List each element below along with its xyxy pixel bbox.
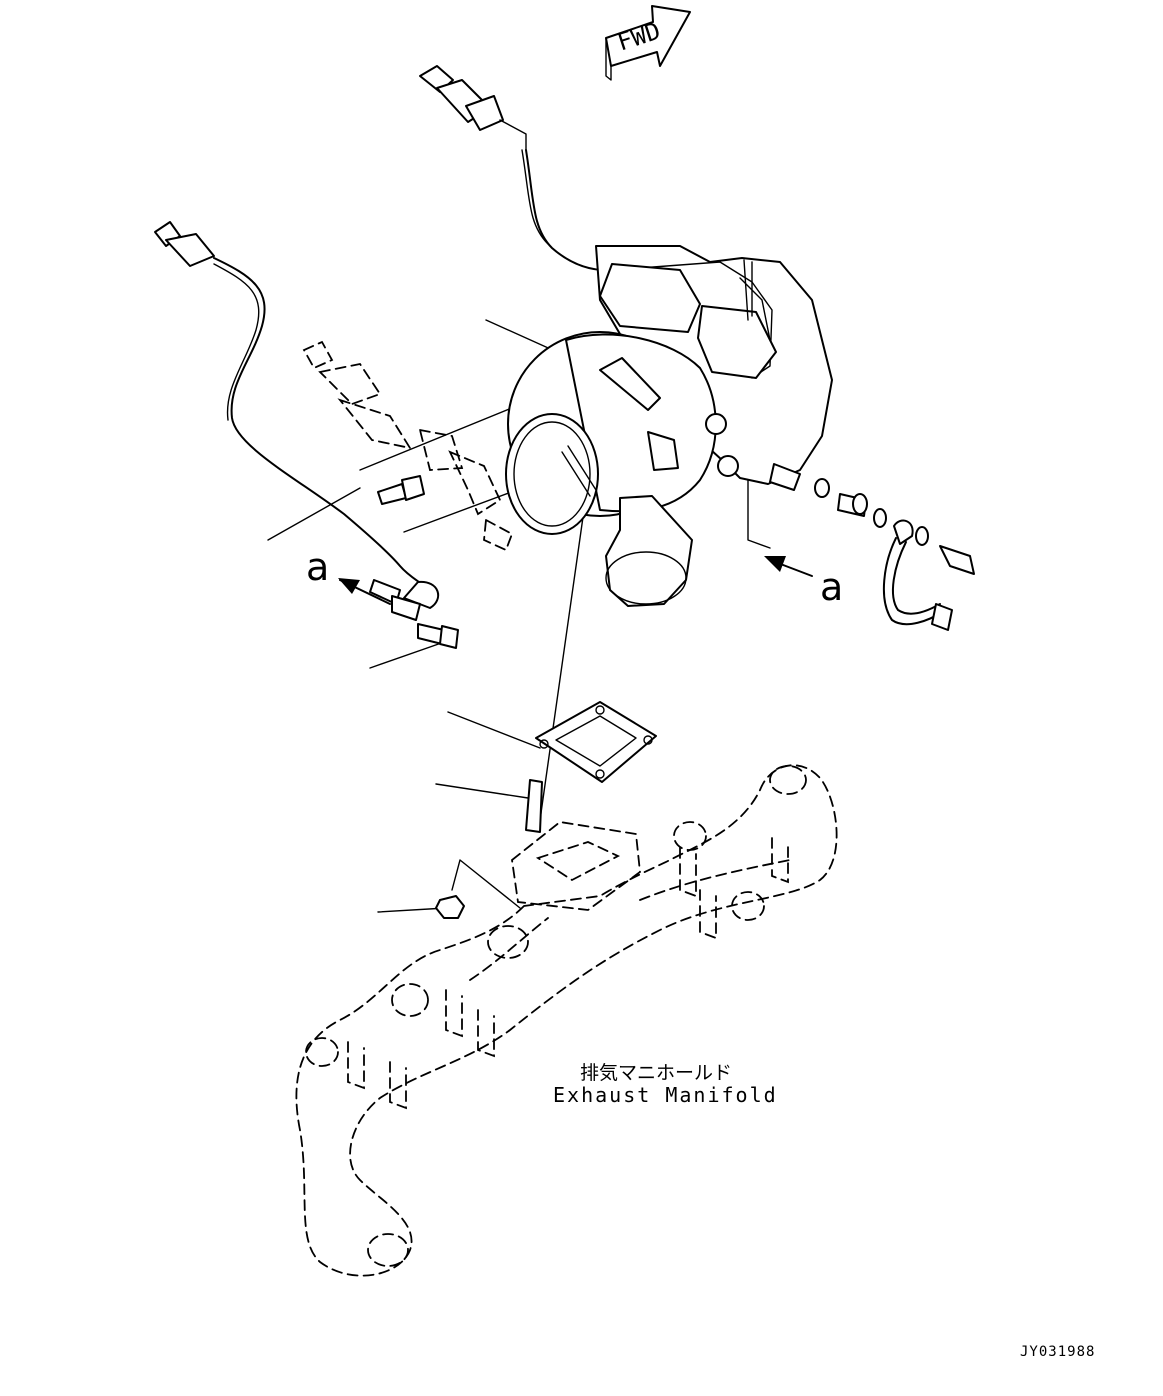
drawing-number: JY031988 bbox=[1020, 1344, 1096, 1360]
stud bbox=[525, 779, 543, 833]
view-label-right: a bbox=[820, 565, 844, 609]
sensor-bolts bbox=[369, 475, 459, 649]
fwd-arrow-icon bbox=[605, 5, 691, 81]
exhaust-manifold bbox=[295, 764, 838, 1277]
turbocharger bbox=[505, 245, 833, 607]
turbo-speed-sensor bbox=[419, 65, 615, 272]
gasket bbox=[535, 701, 657, 783]
manifold-label-en: Exhaust Manifold bbox=[553, 1083, 778, 1107]
temperature-sensor bbox=[154, 221, 440, 609]
nut bbox=[435, 895, 465, 919]
view-label-left: a bbox=[306, 545, 330, 589]
manifold-label-jp: 排気マニホールド bbox=[580, 1062, 733, 1084]
oil-line-parts bbox=[814, 478, 975, 631]
bracket-phantom bbox=[302, 340, 514, 552]
view-arrow-icon bbox=[338, 556, 813, 605]
